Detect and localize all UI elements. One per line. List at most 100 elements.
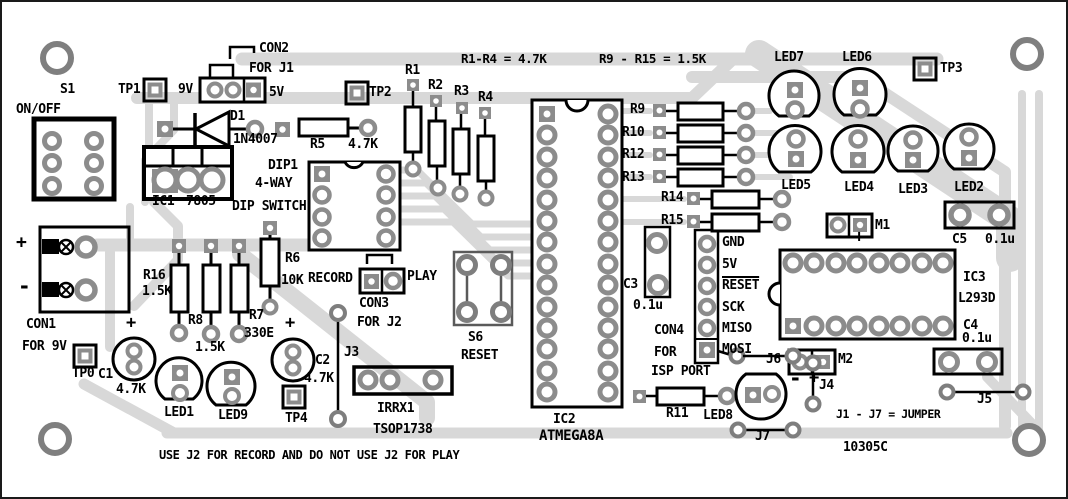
con2-header-footprint xyxy=(198,45,267,104)
r11-resistor-footprint xyxy=(633,386,737,407)
label-r10: R10 xyxy=(622,125,645,140)
d1-diode-footprint xyxy=(157,109,265,149)
label-c2: C2 xyxy=(315,353,330,368)
label-led1: LED1 xyxy=(164,405,194,420)
mounting-holes xyxy=(38,37,1046,457)
mount-hole-top-left xyxy=(40,41,74,75)
label-j4: J4 xyxy=(819,378,834,393)
label-con2-9v: 9V xyxy=(178,82,193,97)
label-usage-note: USE J2 FOR RECORD AND DO NOT USE J2 FOR … xyxy=(159,448,460,462)
label-isp-gnd: GND xyxy=(722,235,745,250)
r4-resistor-footprint xyxy=(476,107,496,207)
label-s6: S6 xyxy=(468,330,483,345)
label-r12: R12 xyxy=(622,147,645,162)
label-s1-state: ON/OFF xyxy=(16,102,61,117)
label-con1-plus: + xyxy=(16,232,27,253)
label-tp2: TP2 xyxy=(369,85,392,100)
mount-hole-top-right xyxy=(1010,37,1044,71)
ic3-socket-footprint xyxy=(767,248,957,341)
label-isp-reset: RESET xyxy=(722,278,760,293)
r12-resistor-footprint xyxy=(653,145,756,166)
j6-jumper xyxy=(717,347,802,365)
label-con3-for: FOR J2 xyxy=(357,315,402,330)
label-d1-val: 1N4007 xyxy=(233,132,278,147)
label-r15: R15 xyxy=(661,213,684,228)
label-c1: C1 xyxy=(98,367,113,382)
label-c5-val: 0.1u xyxy=(985,232,1015,247)
label-r3: R3 xyxy=(454,84,469,99)
label-dip1-l2: 4-WAY xyxy=(255,176,293,191)
label-c4-val: 0.1u xyxy=(962,331,992,346)
con3-header-footprint xyxy=(358,253,406,295)
label-led5: LED5 xyxy=(781,178,811,193)
test-point-tp0 xyxy=(72,343,98,369)
label-r8: R8 xyxy=(188,313,203,328)
label-ic3-val: L293D xyxy=(958,291,996,306)
label-d1: D1 xyxy=(230,109,245,124)
label-con4: CON4 xyxy=(654,323,684,338)
label-record: RECORD xyxy=(308,271,353,286)
label-c1-val: 4.7K xyxy=(116,382,146,397)
r8-resistor-footprint xyxy=(201,239,222,344)
r7-resistor-footprint xyxy=(229,239,250,344)
label-r6: R6 xyxy=(285,251,300,266)
label-j6: J6 xyxy=(766,352,781,367)
c3-capacitor-footprint xyxy=(643,225,672,299)
led4-footprint xyxy=(830,124,886,174)
label-m1-minus: - xyxy=(832,224,845,248)
label-ic2: IC2 xyxy=(553,412,576,427)
j4-jumper xyxy=(804,354,822,413)
label-group2: R9 - R15 = 1.5K xyxy=(599,51,706,66)
label-con2: CON2 xyxy=(259,41,289,56)
test-point-tp1 xyxy=(142,77,168,103)
label-m2-minus: - xyxy=(789,366,802,390)
label-r7: R7 xyxy=(249,308,264,323)
led6-footprint xyxy=(832,67,888,119)
label-c1-plus: + xyxy=(126,313,136,333)
label-r8-val: 1.5K xyxy=(195,340,225,355)
label-isp-sck: SCK xyxy=(722,300,745,315)
label-con4-isp: ISP PORT xyxy=(651,364,711,379)
label-led7: LED7 xyxy=(774,50,804,65)
label-r2: R2 xyxy=(428,78,443,93)
c1-capacitor-footprint xyxy=(111,336,157,382)
label-play: PLAY xyxy=(407,269,437,284)
label-led3: LED3 xyxy=(898,182,928,197)
c2-capacitor-footprint xyxy=(270,337,316,383)
label-r6-val: 10K xyxy=(281,273,304,288)
ic1-regulator-footprint xyxy=(142,145,234,201)
r1-resistor-footprint xyxy=(403,79,423,178)
label-con4-for: FOR xyxy=(654,345,677,360)
label-m2: M2 xyxy=(838,352,853,367)
label-con2-for: FOR J1 xyxy=(249,61,294,76)
r3-resistor-footprint xyxy=(451,102,471,203)
label-r11: R11 xyxy=(666,406,689,421)
label-board-code: 10305C xyxy=(843,440,888,455)
label-tp4: TP4 xyxy=(285,411,308,426)
label-r4: R4 xyxy=(478,90,493,105)
irrx1-ir-receiver-footprint xyxy=(352,365,454,396)
label-r9: R9 xyxy=(630,102,645,117)
label-m1-plus: + xyxy=(854,227,864,247)
label-isp-miso: MISO xyxy=(722,321,752,336)
label-isp-mosi: MOSI xyxy=(722,342,752,357)
c4-capacitor-footprint xyxy=(932,347,1004,376)
label-tp1: TP1 xyxy=(118,82,141,97)
label-con1: CON1 xyxy=(26,317,56,332)
label-c2-val: 4.7K xyxy=(304,371,334,386)
label-ic2-val: ATMEGA8A xyxy=(539,428,604,444)
label-isp-5v: 5V xyxy=(722,257,737,272)
label-c3: C3 xyxy=(623,277,638,292)
r14-resistor-footprint xyxy=(687,189,792,210)
label-j3: J3 xyxy=(344,345,359,360)
label-r1: R1 xyxy=(405,63,420,78)
r10-resistor-footprint xyxy=(653,123,756,144)
label-r16-val: 1.5K xyxy=(142,284,172,299)
label-s6-l2: RESET xyxy=(461,348,499,363)
label-group1: R1-R4 = 4.7K xyxy=(461,51,547,66)
label-r16: R16 xyxy=(143,268,166,283)
r13-resistor-footprint xyxy=(653,167,756,188)
